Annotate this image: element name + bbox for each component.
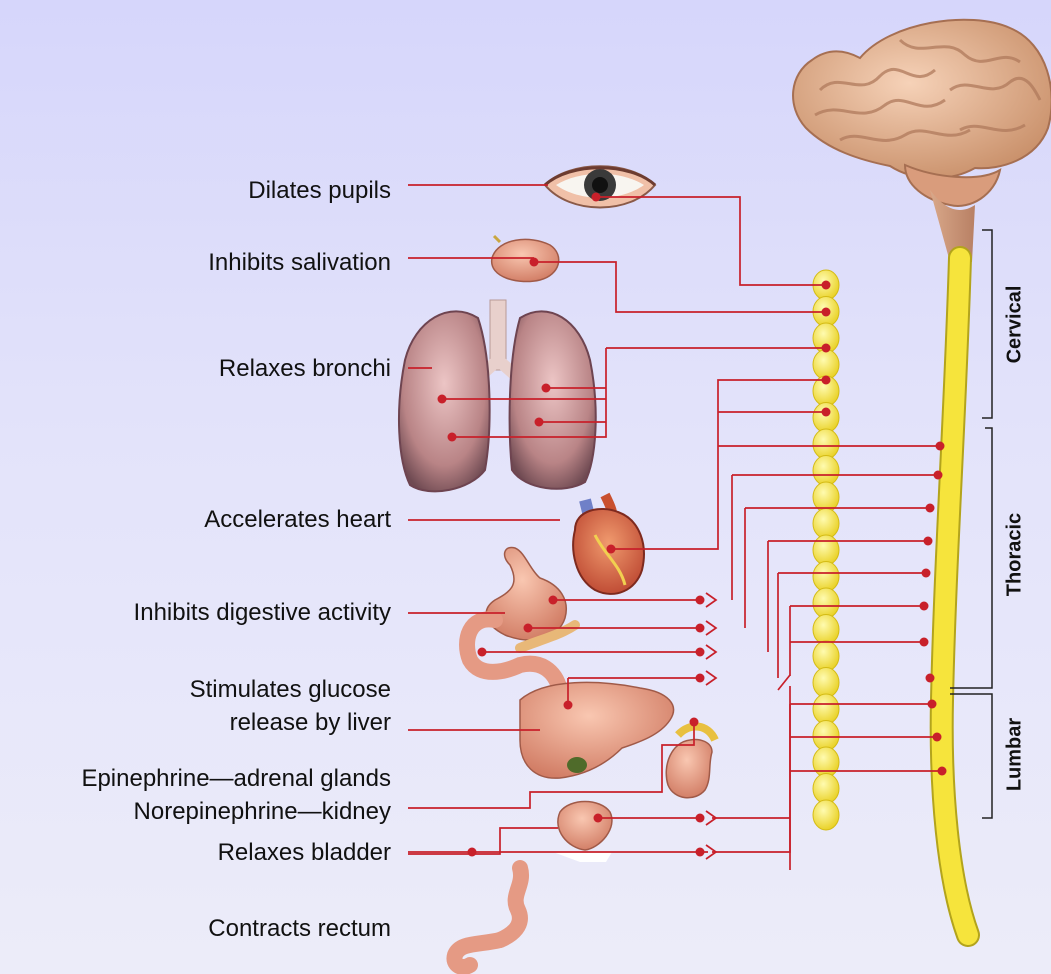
chain-ganglion	[813, 694, 839, 724]
nerve-endpoint-dot	[920, 602, 929, 611]
nerve-endpoint-dot	[696, 814, 705, 823]
nerve-endpoint-dot	[696, 848, 705, 857]
kidney-adrenal-illustration	[666, 726, 715, 797]
nerve-endpoint-dot	[594, 814, 603, 823]
chain-ganglion	[813, 800, 839, 830]
effect-norepinephrine: Norepinephrine—kidney	[134, 797, 391, 826]
effect-inhibits-salivation: Inhibits salivation	[208, 248, 391, 277]
nerve-endpoint-dot	[535, 418, 544, 427]
effect-dilates-pupils: Dilates pupils	[248, 176, 391, 205]
nerve-endpoint-dot	[696, 624, 705, 633]
chain-ganglion	[813, 562, 839, 592]
effect-glucose-line-2: release by liver	[230, 708, 391, 737]
chain-ganglion	[813, 509, 839, 539]
rectum-illustration	[454, 868, 521, 967]
chain-ganglion	[813, 747, 839, 777]
nerve-endpoint-dot	[478, 648, 487, 657]
chain-ganglion	[813, 456, 839, 486]
nerve-endpoint-dot	[938, 767, 947, 776]
nerve-endpoint-dot	[696, 596, 705, 605]
effect-relaxes-bronchi: Relaxes bronchi	[219, 354, 391, 383]
nerve-endpoint-dot	[922, 569, 931, 578]
nerve-endpoint-dot	[924, 537, 933, 546]
nerve-endpoint-dot	[934, 471, 943, 480]
nerve-endpoint-dot	[822, 376, 831, 385]
chain-ganglion	[813, 615, 839, 645]
region-label-lumbar: Lumbar	[1004, 710, 1027, 800]
nerve-endpoint-dot	[468, 848, 477, 857]
chain-ganglion	[813, 429, 839, 459]
lungs-illustration	[399, 300, 596, 491]
nerve-endpoint-dot	[530, 258, 539, 267]
nerve-endpoint-dot	[592, 193, 601, 202]
nerve-endpoint-dot	[448, 433, 457, 442]
effect-relaxes-bladder: Relaxes bladder	[218, 838, 391, 867]
chain-ganglion	[813, 641, 839, 671]
nerve-endpoint-dot	[524, 624, 533, 633]
chain-ganglion	[813, 350, 839, 380]
effect-inhibits-digestive-activity: Inhibits digestive activity	[134, 598, 391, 627]
nerve-endpoint-dot	[822, 308, 831, 317]
nerve-endpoint-dot	[920, 638, 929, 647]
chain-ganglion	[813, 774, 839, 804]
liver-illustration	[520, 682, 673, 778]
effect-contracts-rectum: Contracts rectum	[208, 914, 391, 943]
nerve-endpoint-dot	[936, 442, 945, 451]
region-label-cervical: Cervical	[1004, 280, 1027, 370]
nerve-endpoint-dot	[690, 718, 699, 727]
nerve-endpoint-dot	[928, 700, 937, 709]
chain-ganglion	[813, 588, 839, 618]
nerve-endpoint-dot	[822, 281, 831, 290]
chain-ganglion	[813, 668, 839, 698]
brain-illustration	[793, 20, 1051, 262]
nerve-endpoint-dot	[564, 701, 573, 710]
nerve-endpoint-dot	[822, 408, 831, 417]
nerve-endpoint-dot	[696, 674, 705, 683]
eye-illustration	[545, 166, 655, 207]
heart-illustration	[573, 495, 644, 594]
chain-ganglion	[813, 535, 839, 565]
synapse-chevron	[706, 593, 716, 607]
sympathetic-chain	[813, 270, 839, 830]
synapse-chevron	[706, 645, 716, 659]
region-label-thoracic: Thoracic	[1004, 510, 1027, 600]
nerve-endpoint-dot	[926, 674, 935, 683]
nerve-endpoint-dot	[438, 395, 447, 404]
nerve-endpoint-dot	[822, 344, 831, 353]
nerve-endpoint-dot	[607, 545, 616, 554]
synapse-chevron	[706, 671, 716, 685]
chain-ganglion	[813, 403, 839, 433]
effect-glucose-line-1: Stimulates glucose	[190, 675, 391, 704]
nerve-endpoint-dot	[933, 733, 942, 742]
effect-epinephrine: Epinephrine—adrenal glands	[81, 764, 391, 793]
chain-ganglion	[813, 721, 839, 751]
synapse-chevron	[706, 621, 716, 635]
effect-accelerates-heart: Accelerates heart	[204, 505, 391, 534]
nerve-endpoint-dot	[542, 384, 551, 393]
bladder-illustration	[553, 802, 612, 863]
stomach-intestine-illustration	[467, 547, 575, 690]
nerve-endpoint-dot	[696, 648, 705, 657]
nerve-endpoint-dot	[926, 504, 935, 513]
nerve-endpoint-dot	[549, 596, 558, 605]
